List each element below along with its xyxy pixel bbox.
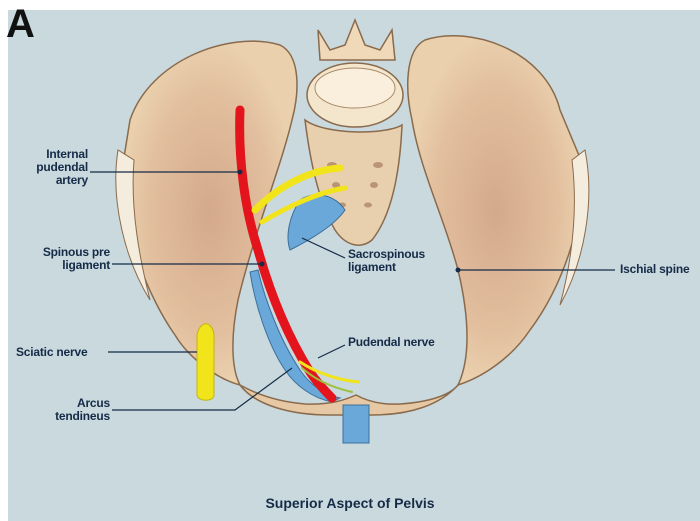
label-arcus-tendineus: Arcus tendineus — [30, 397, 110, 423]
label-spinous-pre-ligament: Spinous pre ligament — [8, 246, 110, 272]
label-sacrospinous-ligament: Sacrospinous ligament — [348, 248, 438, 274]
panel-letter: A — [6, 4, 35, 44]
right-iliac-wing — [408, 36, 583, 385]
label-ischial-spine: Ischial spine — [620, 263, 700, 276]
figure-caption: Superior Aspect of Pelvis — [0, 495, 700, 511]
label-internal-pudendal-artery: Internal pudendal artery — [8, 148, 88, 187]
vertebra-processes — [318, 20, 395, 60]
label-sciatic-nerve: Sciatic nerve — [16, 346, 108, 359]
sciatic-nerve — [197, 324, 214, 401]
vertebral-body-top — [315, 68, 395, 108]
label-pudendal-nerve: Pudendal nerve — [348, 336, 458, 349]
pubic-symphysis — [343, 405, 369, 443]
